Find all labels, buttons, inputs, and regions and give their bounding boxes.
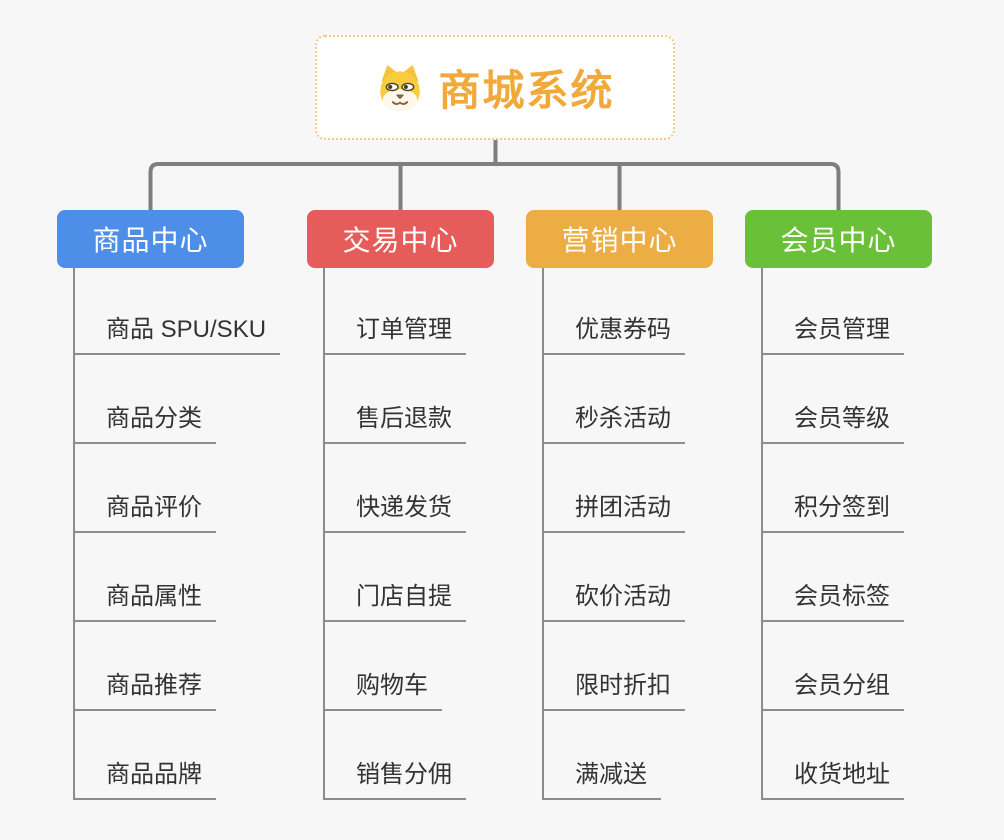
- sub-topic[interactable]: 售后退款: [323, 403, 466, 444]
- sub-topic[interactable]: 优惠券码: [542, 314, 685, 355]
- branch-topic-label: 会员中心: [780, 225, 897, 256]
- sub-topic[interactable]: 商品 SPU/SKU: [73, 314, 281, 355]
- sub-topic[interactable]: 会员分组: [761, 670, 904, 711]
- branch-topic-marketing-center[interactable]: 营销中心: [526, 210, 713, 268]
- sub-topic[interactable]: 门店自提: [323, 581, 466, 622]
- sub-topic[interactable]: 销售分佣: [323, 759, 466, 800]
- branch-topic-label: 交易中心: [342, 225, 459, 256]
- dog-face-icon: [380, 64, 421, 111]
- sub-topic[interactable]: 快递发货: [323, 492, 466, 533]
- connector-lines: [148, 139, 841, 210]
- sub-topic[interactable]: 商品品牌: [73, 759, 216, 800]
- sub-topic[interactable]: 会员等级: [761, 403, 904, 444]
- sub-topic[interactable]: 订单管理: [323, 314, 466, 355]
- branch-topic-label: 商品中心: [92, 225, 209, 256]
- sub-topic[interactable]: 商品推荐: [73, 670, 216, 711]
- branch-topic-label: 营销中心: [561, 225, 678, 256]
- sub-topic[interactable]: 商品属性: [73, 581, 216, 622]
- root-topic-label: 商城系统: [438, 67, 615, 114]
- sub-topic[interactable]: 商品评价: [73, 492, 216, 533]
- sub-topic[interactable]: 秒杀活动: [542, 403, 685, 444]
- column-connector-line: [542, 268, 544, 800]
- sub-topic[interactable]: 砍价活动: [542, 581, 685, 622]
- branch-topic-trade-center[interactable]: 交易中心: [307, 210, 494, 268]
- sub-topic[interactable]: 购物车: [323, 670, 442, 711]
- column-connector-line: [761, 268, 763, 800]
- sub-topic[interactable]: 积分签到: [761, 492, 904, 533]
- sub-topic[interactable]: 满减送: [542, 759, 661, 800]
- branch-bus-line: [148, 162, 841, 210]
- root-topic[interactable]: 商城系统: [315, 35, 675, 140]
- sub-topic[interactable]: 会员管理: [761, 314, 904, 355]
- sub-topic[interactable]: 限时折扣: [542, 670, 685, 711]
- branch-topic-product-center[interactable]: 商品中心: [57, 210, 244, 268]
- sub-topic[interactable]: 商品分类: [73, 403, 216, 444]
- column-connector-line: [73, 268, 75, 800]
- sub-topic[interactable]: 收货地址: [761, 759, 904, 800]
- column-connector-line: [323, 268, 325, 800]
- sub-topic[interactable]: 会员标签: [761, 581, 904, 622]
- sub-topic[interactable]: 拼团活动: [542, 492, 685, 533]
- branch-topic-member-center[interactable]: 会员中心: [745, 210, 932, 268]
